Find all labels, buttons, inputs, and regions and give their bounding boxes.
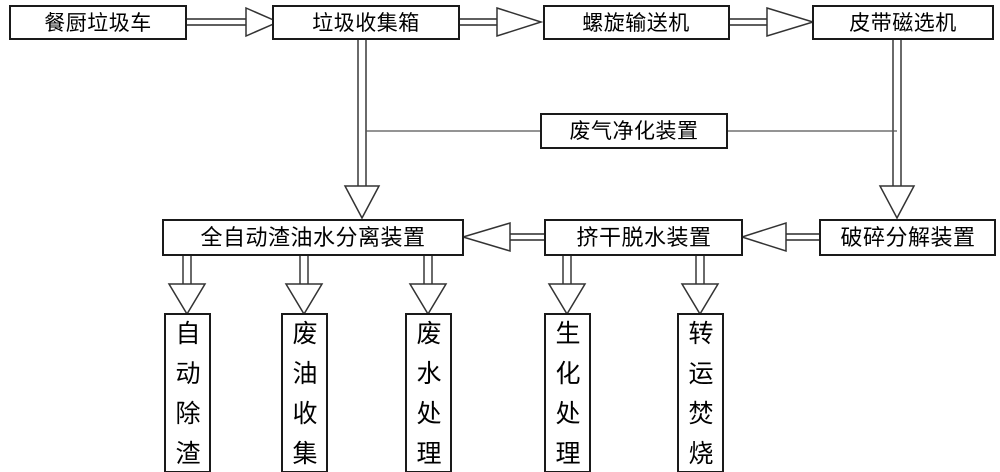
edge-n2-n6 [343,40,381,220]
edge-n1-n2 [186,6,280,38]
arrow-down-icon [547,283,587,316]
arrow-down-icon [343,185,381,220]
node-n11-char-2: 处 [416,399,441,428]
node-n10-char-0: 废 [292,319,317,348]
arrow-right-icon [496,6,544,38]
node-n3-label: 螺旋输送机 [582,11,690,35]
arrow-right-icon [245,6,280,38]
node-n12-char-0: 生 [555,319,580,348]
node-n9-char-3: 渣 [175,439,200,468]
node-n11[interactable]: 废 水 处 理 [405,313,452,472]
arrow-down-icon [408,283,448,316]
edge-n7-n13 [680,255,720,316]
node-n10[interactable]: 废 油 收 集 [281,313,328,472]
arrow-down-icon [878,185,916,220]
node-n13[interactable]: 转 运 焚 烧 [677,313,724,472]
node-n1-label: 餐厨垃圾车 [44,11,152,35]
edge-n6-n10 [284,255,324,316]
arrow-down-icon [284,283,324,316]
node-n12-char-1: 化 [555,359,580,388]
edge-n2-n3 [459,6,544,38]
node-n9-char-1: 动 [175,359,200,388]
edge-n6-n9 [167,255,207,316]
node-n6[interactable]: 全自动渣油水分离装置 [162,219,464,256]
edge-n8-n7 [739,221,820,253]
node-n7[interactable]: 挤干脱水装置 [544,219,743,256]
node-n13-char-3: 烧 [688,439,713,468]
arrow-down-icon [680,283,720,316]
edge-n7-n6 [460,221,545,253]
node-n11-char-0: 废 [416,319,441,348]
connector-layer [167,6,916,316]
node-n4-label: 皮带磁选机 [849,11,957,35]
node-n12[interactable]: 生 化 处 理 [544,313,591,472]
node-n2-label: 垃圾收集箱 [312,11,420,35]
node-n9[interactable]: 自 动 除 渣 [164,313,211,472]
node-n11-char-1: 水 [416,359,441,388]
node-n6-label: 全自动渣油水分离装置 [200,226,425,251]
node-n1[interactable]: 餐厨垃圾车 [9,5,187,40]
node-n12-char-2: 处 [555,399,580,428]
node-n5-label: 废气净化装置 [570,119,699,143]
node-n9-char-0: 自 [175,319,200,348]
arrow-down-icon [167,283,207,316]
node-n10-char-2: 收 [292,399,317,428]
node-n13-char-1: 运 [688,359,713,388]
node-n3[interactable]: 螺旋输送机 [543,5,730,40]
node-n2[interactable]: 垃圾收集箱 [272,5,460,40]
node-n13-char-0: 转 [688,319,713,348]
edge-n7-n12 [547,255,587,316]
node-n13-char-2: 焚 [688,399,713,428]
node-n11-char-3: 理 [416,439,441,468]
edge-n6-n11 [408,255,448,316]
node-n8-label: 破碎分解装置 [840,226,975,251]
arrow-right-icon [766,6,816,38]
node-n9-char-2: 除 [175,399,200,428]
node-n4[interactable]: 皮带磁选机 [812,5,994,40]
node-n7-label: 挤干脱水装置 [576,226,711,251]
node-n8[interactable]: 破碎分解装置 [819,219,996,256]
arrow-left-icon [739,221,787,253]
node-n10-char-1: 油 [292,359,317,388]
node-n5[interactable]: 废气净化装置 [540,113,728,149]
arrow-left-icon [460,221,511,253]
edge-n3-n4 [729,6,816,38]
edge-n4-n8 [878,40,916,220]
node-n10-char-3: 集 [292,439,317,468]
node-n12-char-3: 理 [555,439,580,468]
